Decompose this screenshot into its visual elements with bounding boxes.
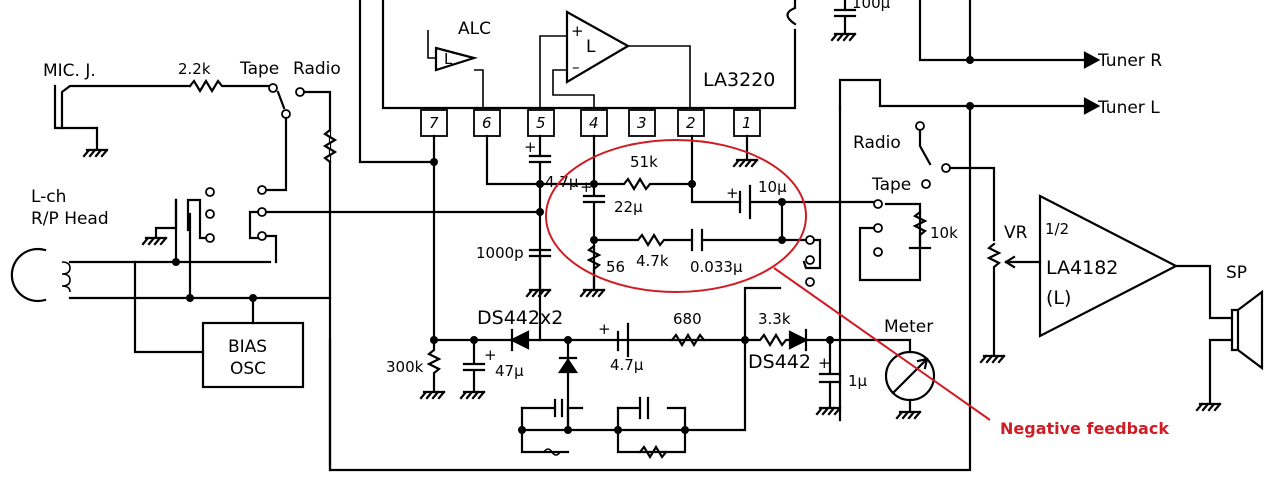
pin-3: 3 [637, 114, 647, 132]
cap-1000p: 1000p [476, 244, 552, 298]
diodes-ds442x2: DS442x2 [477, 307, 579, 432]
bias-label-1: BIAS [228, 337, 267, 357]
c-4u7b-label: 4.7μ [610, 356, 644, 374]
pin-6: 6 [482, 114, 492, 132]
head-label-1: L-ch [31, 187, 66, 207]
pin-5: 5 [536, 114, 546, 132]
sp-label: SP [1226, 263, 1247, 283]
alc-buffer-label: L [444, 50, 453, 68]
pin-1: 1 [742, 114, 752, 132]
resistor-300k: 300k [386, 338, 446, 400]
opamp-label: L [586, 37, 596, 57]
speaker: SP [1174, 263, 1264, 412]
switch-radio-tape-right: Radio Tape 10k [853, 121, 996, 282]
c-1000p-label: 1000p [476, 244, 524, 262]
cap-pin5: + 4.7μ [524, 134, 579, 342]
amp-ratio: 1/2 [1045, 220, 1069, 238]
resistor-4-7k: 4.7k [592, 232, 694, 270]
ds442x2-label: DS442x2 [477, 307, 563, 329]
resistor-51k: 51k [592, 153, 694, 192]
negative-feedback-annotation: Negative feedback [545, 139, 1169, 438]
r-56-label: 56 [606, 258, 625, 276]
alc-label: ALC [458, 19, 491, 39]
amp-channel: (L) [1046, 287, 1071, 309]
cap-47u: + 47μ [459, 338, 524, 400]
c-47u-label: 47μ [495, 362, 524, 380]
c-0033-label: 0.033μ [690, 258, 743, 276]
radio2-label: Radio [853, 133, 901, 153]
c-1u-label: 1μ [848, 372, 868, 390]
vr-label: VR [1004, 223, 1028, 243]
pin-4: 4 [589, 114, 599, 132]
c-10u-label: 10μ [758, 178, 787, 196]
tuner-l-label: Tuner L [1097, 98, 1160, 118]
c-22u-label: 22μ [614, 198, 643, 216]
r-51k-label: 51k [630, 153, 658, 171]
meter-label: Meter [884, 317, 933, 337]
pin-7: 7 [429, 114, 439, 132]
ic-pins: 7 6 5 4 3 2 1 [420, 109, 761, 137]
c-22u-plus: + [580, 178, 593, 196]
r-300k-label: 300k [386, 358, 424, 376]
resistor-2-2k: 2.2k [178, 60, 270, 94]
mic-jack-label: MIC. J. [43, 61, 96, 81]
tape-label: Tape [239, 59, 279, 79]
opamp-minus: – [572, 58, 580, 76]
cap-100u: 100μ [830, 0, 891, 42]
ic-name: LA3220 [703, 69, 775, 91]
amp-name: LA4182 [1046, 257, 1118, 279]
resistor-680: 680 [670, 310, 706, 348]
ic-la3220: ALC L + – L LA3220 7 6 5 4 3 2 1 [381, 0, 797, 137]
ds442-label: DS442 [748, 351, 811, 373]
r-10k-label: 10k [930, 224, 958, 242]
c-pin5-label: 4.7μ [545, 173, 579, 191]
head-label-2: R/P Head [31, 209, 109, 229]
tuner-r-label: Tuner R [1097, 51, 1162, 71]
r-3-3k-label: 3.3k [758, 310, 791, 328]
cap-10u: + 10μ [726, 178, 878, 220]
resistor-3-3k: 3.3k [743, 310, 792, 348]
head-switches: L-ch R/P Head [10, 185, 542, 303]
c-100u-label: 100μ [852, 0, 891, 12]
r-4-7k-label: 4.7k [636, 252, 669, 270]
negative-feedback-label: Negative feedback [1000, 419, 1169, 438]
amp-la4182: 1/2 LA4182 (L) [1038, 194, 1179, 338]
pin-2: 2 [686, 114, 696, 132]
c-pin5-plus: + [524, 138, 537, 156]
r-2-2k-label: 2.2k [178, 60, 211, 78]
c-47u-plus: + [484, 346, 497, 364]
opamp-plus: + [571, 22, 584, 40]
resistor-56: 56 [579, 244, 625, 298]
r-680-label: 680 [673, 310, 702, 328]
cap-1u: + 1μ [815, 338, 868, 416]
cap-0-033: 0.033μ [690, 200, 784, 276]
meter: Meter [884, 317, 936, 420]
c-4u7b-plus: + [598, 320, 611, 338]
tape2-label: Tape [871, 175, 911, 195]
mic-jack: MIC. J. [43, 61, 192, 158]
radio-label: Radio [293, 59, 341, 79]
c-10u-plus: + [726, 184, 739, 202]
c-1u-plus: + [818, 354, 831, 372]
bias-osc: BIAS OSC [133, 260, 305, 389]
vr-pot: VR [979, 223, 1042, 364]
bias-label-2: OSC [230, 359, 266, 379]
switch-tape-radio: Tape Radio [239, 59, 341, 472]
cap-4u7-b: + 4.7μ [598, 320, 644, 374]
diode-ds442: DS442 [748, 328, 912, 373]
